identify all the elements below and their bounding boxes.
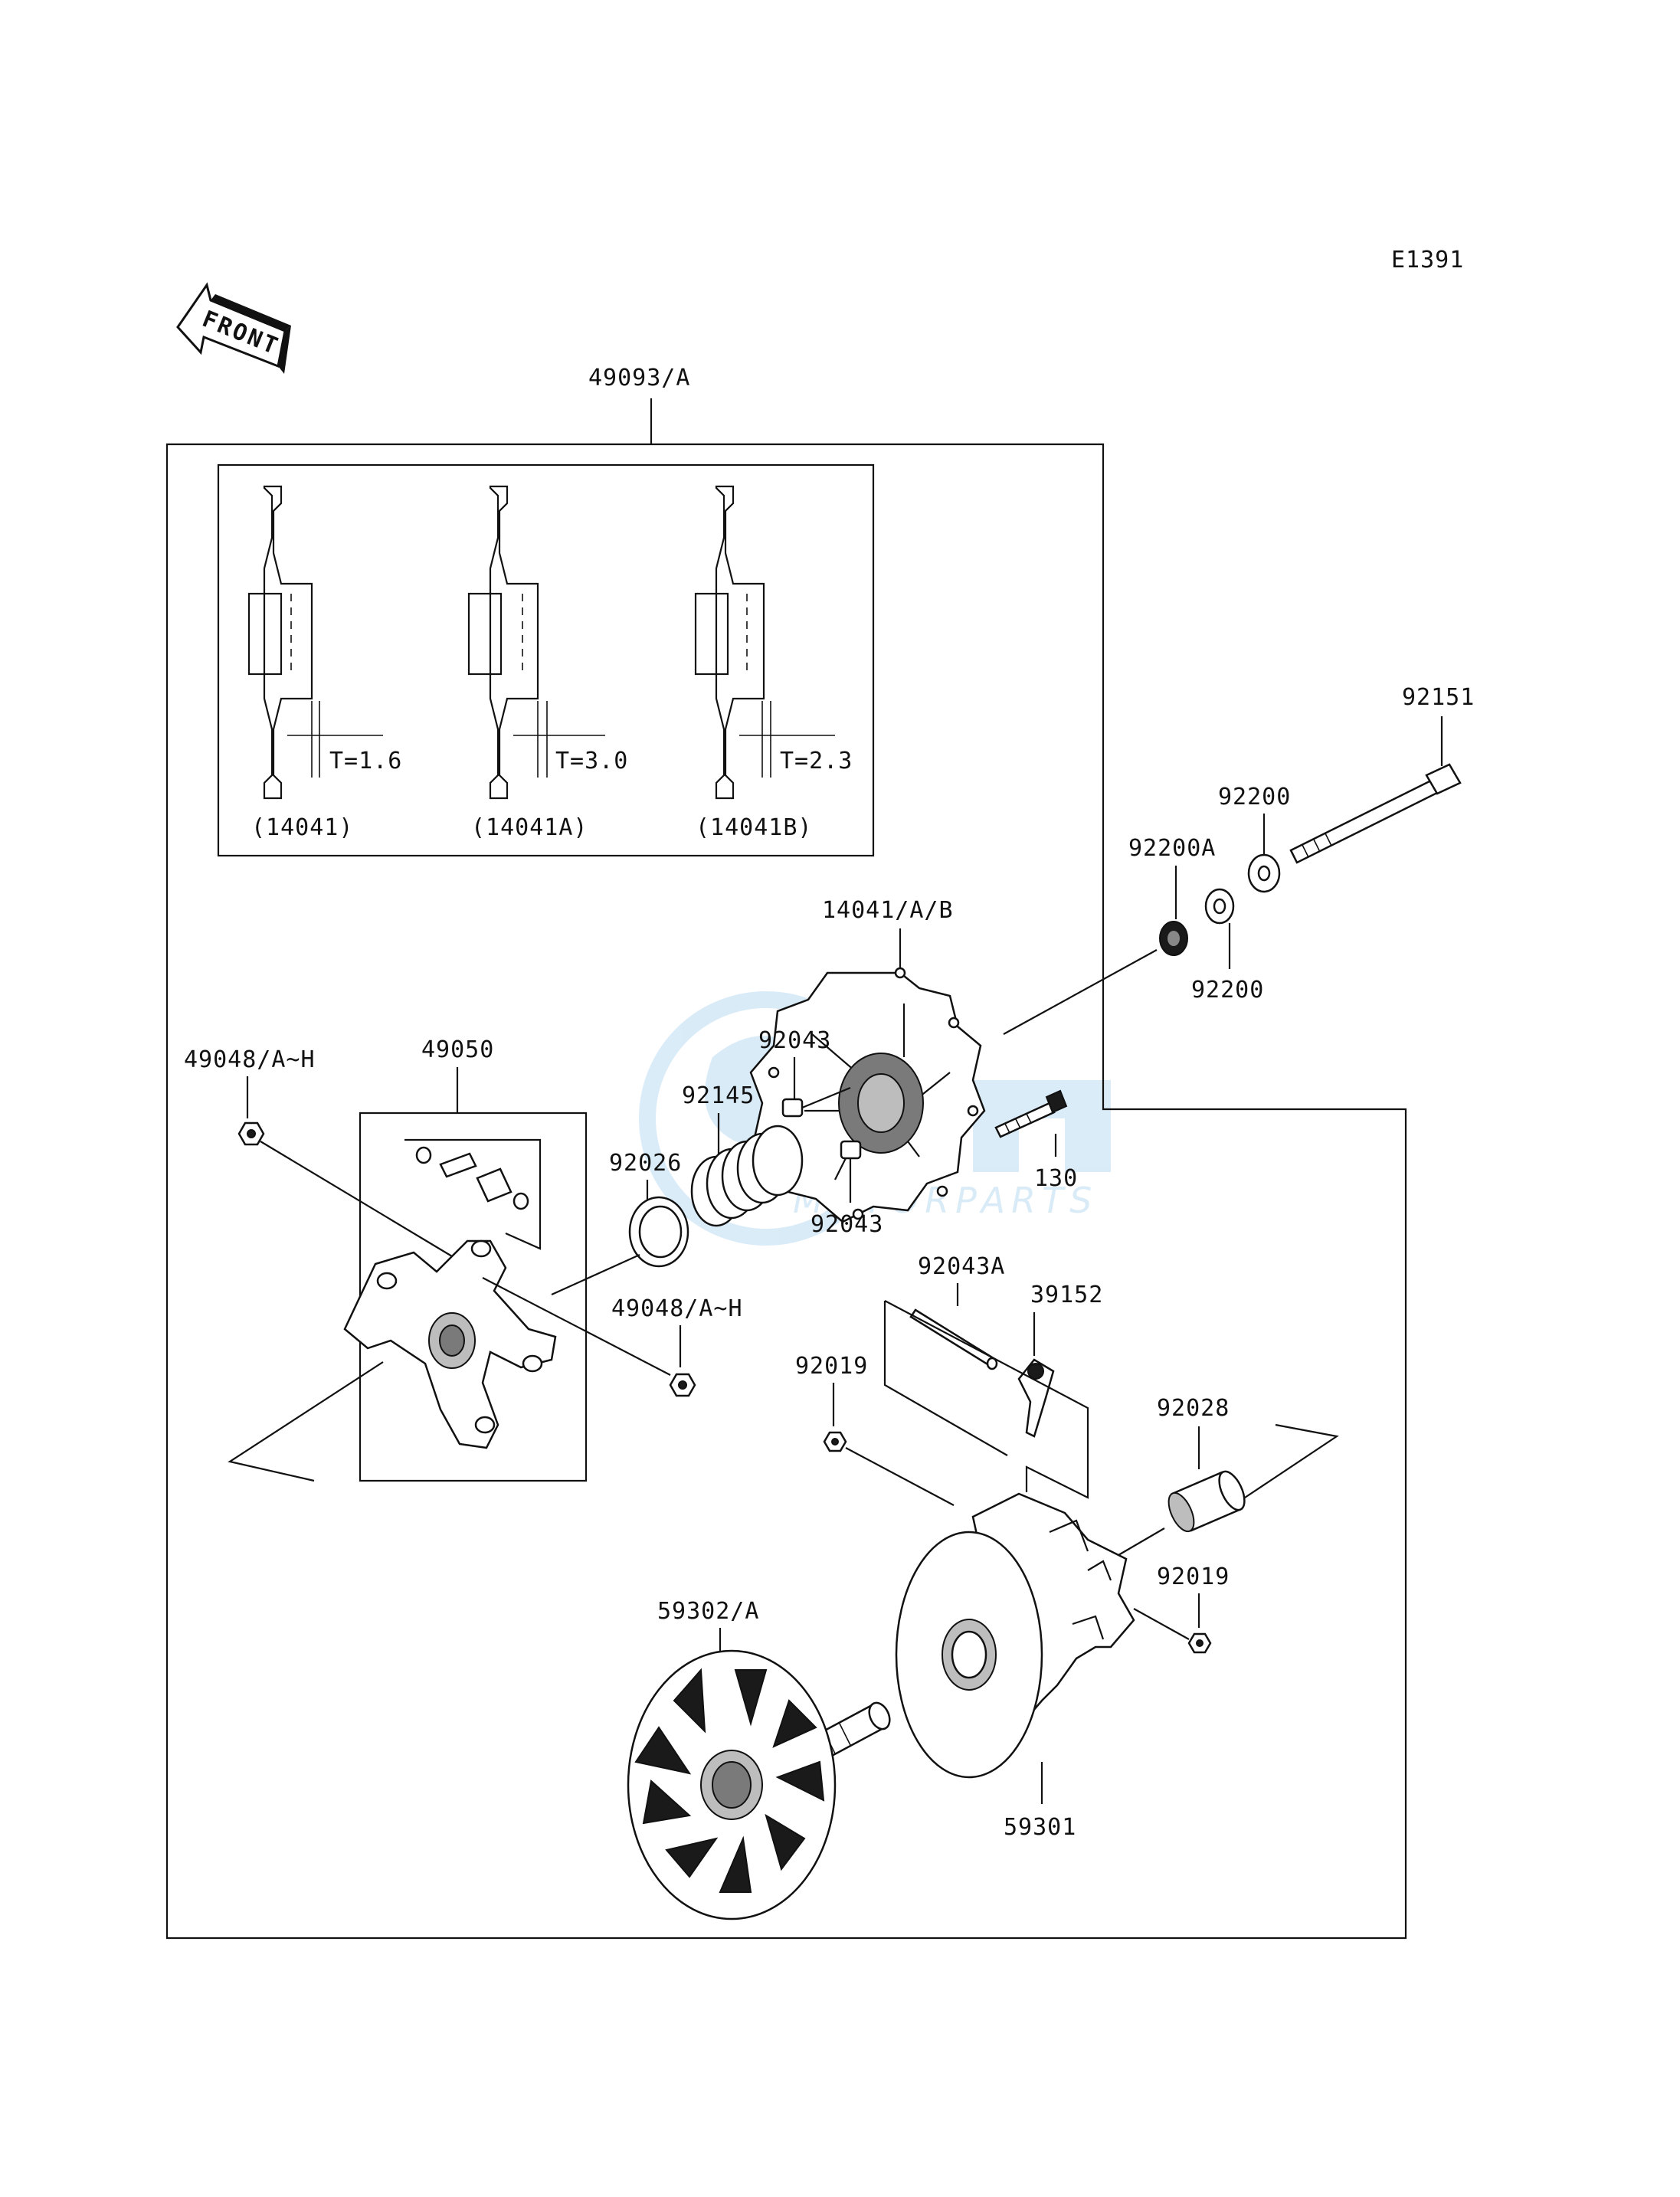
roller-kit-49050 bbox=[415, 1146, 529, 1210]
label-49050: 49050 bbox=[421, 1036, 494, 1063]
label-39152: 39152 bbox=[1030, 1282, 1103, 1308]
spacer-92200a bbox=[1159, 921, 1188, 956]
assembly-outline bbox=[165, 443, 1407, 1940]
label-14041: 14041/A/B bbox=[822, 897, 954, 924]
label-92200-top: 92200 bbox=[1218, 784, 1291, 810]
label-92200a: 92200A bbox=[1128, 835, 1216, 862]
spring-92145 bbox=[690, 1125, 804, 1227]
label-92019-right: 92019 bbox=[1157, 1563, 1230, 1590]
fixed-sheave-59302 bbox=[627, 1649, 891, 1920]
variant-part-1: (14041) bbox=[251, 814, 353, 841]
variant-thickness-1: T=1.6 bbox=[329, 748, 402, 774]
pin-92043-bottom bbox=[840, 1140, 862, 1160]
label-92043a: 92043A bbox=[918, 1253, 1005, 1280]
movable-sheave-59301 bbox=[895, 1492, 1135, 1779]
label-92028: 92028 bbox=[1157, 1395, 1230, 1422]
variant-inset-box bbox=[217, 463, 875, 857]
assembly-label: 49093/A bbox=[588, 365, 690, 391]
bolt-130 bbox=[994, 1089, 1068, 1138]
spider-bracket-49050 bbox=[359, 1112, 588, 1482]
variant-thickness-3: T=2.3 bbox=[780, 748, 853, 774]
bushing-92028 bbox=[1167, 1470, 1246, 1533]
label-92200-bottom: 92200 bbox=[1191, 977, 1264, 1004]
spider-cover-14041 bbox=[749, 967, 986, 1223]
bolt-92151 bbox=[1289, 763, 1462, 864]
label-49048-left: 49048/A~H bbox=[184, 1046, 316, 1073]
variant-profile-14041b bbox=[694, 485, 835, 800]
pin-92043a bbox=[909, 1308, 998, 1370]
variant-part-2: (14041A) bbox=[471, 814, 588, 841]
variant-thickness-2: T=3.0 bbox=[555, 748, 628, 774]
variant-profile-14041 bbox=[247, 485, 383, 800]
label-92043-bottom: 92043 bbox=[811, 1211, 883, 1238]
weight-39152 bbox=[1017, 1358, 1055, 1438]
label-130: 130 bbox=[1034, 1165, 1078, 1192]
front-arrow-icon: FRONT bbox=[176, 282, 291, 374]
label-59302: 59302/A bbox=[657, 1598, 759, 1625]
label-59301: 59301 bbox=[1004, 1814, 1076, 1841]
ring-92026 bbox=[628, 1196, 689, 1268]
spider-49050 bbox=[343, 1239, 557, 1449]
diagram-code: E1391 bbox=[1391, 247, 1464, 273]
label-92026: 92026 bbox=[609, 1150, 682, 1177]
variant-profile-14041a bbox=[467, 485, 605, 800]
label-92151: 92151 bbox=[1402, 684, 1475, 711]
label-92019-left: 92019 bbox=[795, 1353, 868, 1380]
variant-part-3: (14041B) bbox=[696, 814, 813, 841]
pin-92043-top bbox=[781, 1098, 804, 1118]
label-92043-top: 92043 bbox=[758, 1027, 831, 1054]
label-92145: 92145 bbox=[682, 1082, 755, 1109]
label-49048-right: 49048/A~H bbox=[611, 1295, 743, 1322]
